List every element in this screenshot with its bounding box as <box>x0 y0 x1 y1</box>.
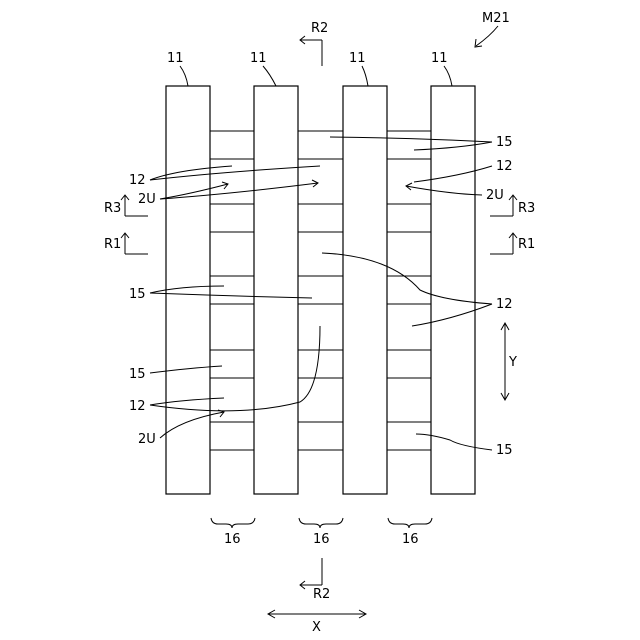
group-16-braces: 16 16 16 <box>211 518 432 547</box>
axis-x-label: X <box>312 620 321 635</box>
column-label-4: 11 <box>431 51 448 66</box>
column-1 <box>166 86 210 494</box>
section-r2-top-label: R2 <box>311 21 328 36</box>
label-2u-upper-left: 2U <box>138 192 156 207</box>
label-12-upper-right: 12 <box>496 159 513 174</box>
section-r3-right-label: R3 <box>518 201 535 216</box>
label-15-lower-right: 15 <box>496 443 513 458</box>
gap-2-layers <box>298 131 343 450</box>
label-15-lower-left: 15 <box>129 367 146 382</box>
column-label-1: 11 <box>167 51 184 66</box>
group-16-label-3: 16 <box>402 532 419 547</box>
section-r2-top: R2 <box>300 21 328 66</box>
label-2u-upper-right: 2U <box>486 188 504 203</box>
column-label-3: 11 <box>349 51 366 66</box>
column-3 <box>343 86 387 494</box>
figure-id: M21 <box>475 11 510 47</box>
section-r1-right-label: R1 <box>518 237 535 252</box>
label-2u-lower-left: 2U <box>138 432 156 447</box>
axis-y-label: Y <box>508 355 517 370</box>
column-labels: 11 11 11 11 <box>167 51 452 86</box>
gap-3-layers <box>387 131 431 450</box>
label-12-upper-left: 12 <box>129 173 146 188</box>
horizontal-layers <box>210 131 431 450</box>
group-16-label-2: 16 <box>313 532 330 547</box>
label-12-mid-right: 12 <box>496 297 513 312</box>
axis-x: X <box>268 610 366 635</box>
label-15-upper-right: 15 <box>496 135 513 150</box>
group-16-label-1: 16 <box>224 532 241 547</box>
label-15-mid-left: 15 <box>129 287 146 302</box>
columns <box>166 86 475 494</box>
section-r2-bottom: R2 <box>300 558 330 602</box>
section-r1-left-label: R1 <box>104 237 121 252</box>
axis-y: Y <box>501 323 517 400</box>
label-12-lower-left: 12 <box>129 399 146 414</box>
column-label-2: 11 <box>250 51 267 66</box>
section-r3-left-label: R3 <box>104 201 121 216</box>
figure-id-label: M21 <box>482 11 510 26</box>
gap-1-layers <box>210 131 254 450</box>
section-r2-bottom-label: R2 <box>313 587 330 602</box>
column-2 <box>254 86 298 494</box>
